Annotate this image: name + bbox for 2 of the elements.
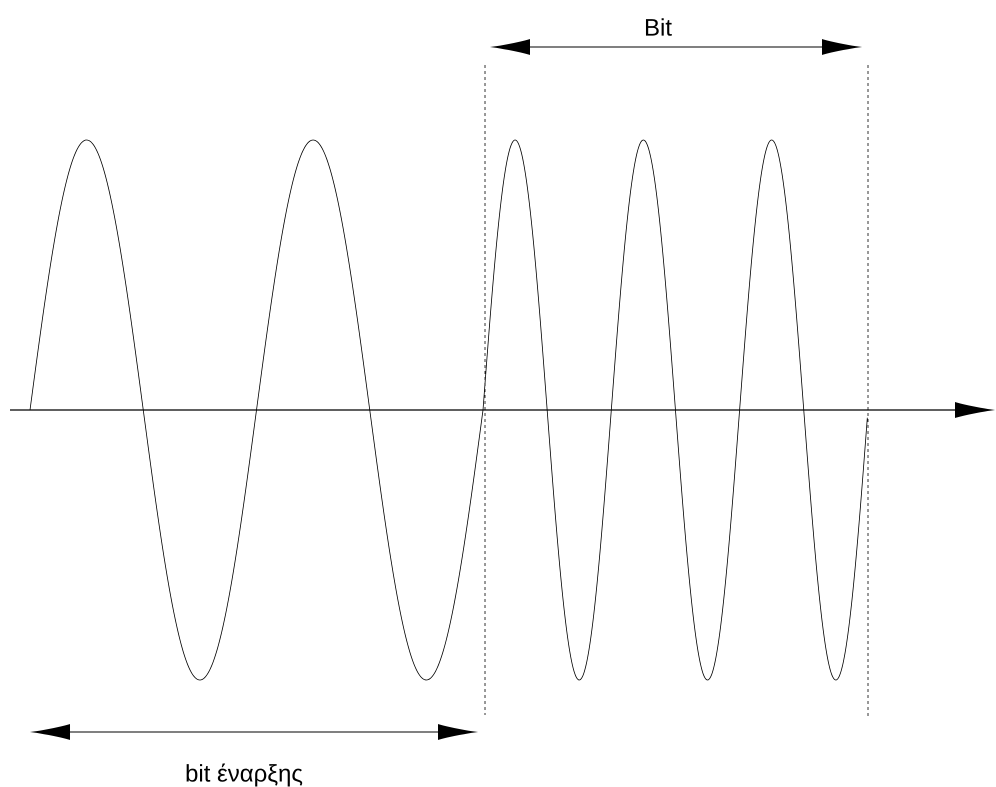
- dimension-label: bit έναρξης: [186, 763, 302, 787]
- dimension-label: Bit: [646, 18, 672, 36]
